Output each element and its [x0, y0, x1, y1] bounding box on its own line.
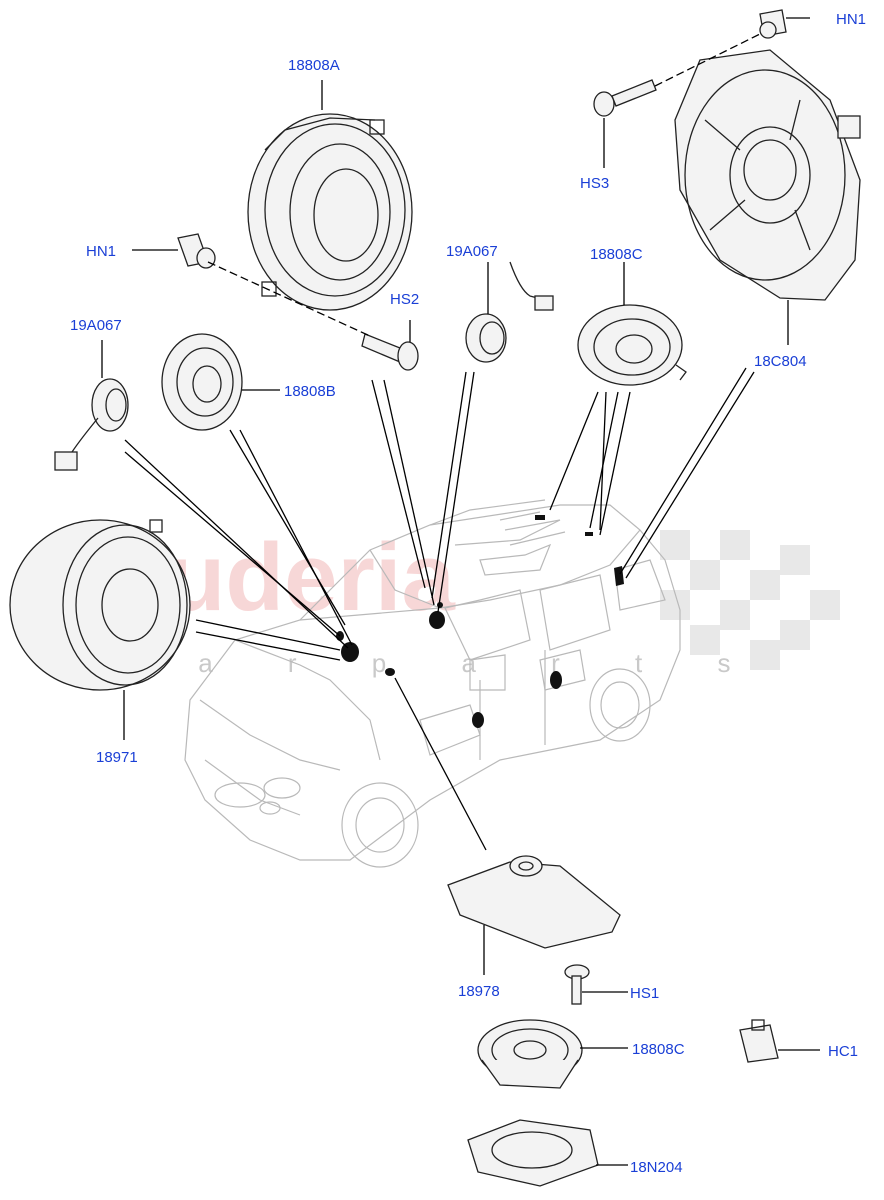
- label-18c804: 18C804: [754, 353, 807, 370]
- screw-hs1: [564, 964, 590, 1005]
- label-hn1-top: HN1: [836, 11, 866, 28]
- cover-18978: [447, 855, 621, 949]
- watermark-flag: [660, 530, 840, 670]
- callout-labels: HN1 HS3 18808A HN1 HS2 19A067 18808C 18C…: [70, 11, 866, 1176]
- speaker-18971: [9, 519, 191, 691]
- label-hs1: HS1: [630, 985, 659, 1002]
- label-hc1: HC1: [828, 1043, 858, 1060]
- tweeter-19a067-left: [54, 378, 129, 471]
- speaker-18808c-top: [577, 304, 687, 386]
- clip-hn1-top: [759, 9, 787, 39]
- tweeter-19a067-center: [465, 261, 554, 363]
- label-hs3: HS3: [580, 175, 609, 192]
- clip-hc1: [739, 1019, 779, 1063]
- speaker-18808b: [161, 333, 243, 431]
- label-18808a: 18808A: [288, 57, 340, 74]
- label-18808c-bottom: 18808C: [632, 1041, 685, 1058]
- label-hs2: HS2: [390, 291, 419, 308]
- vehicle-outline: [184, 499, 681, 868]
- speaker-18808a: [247, 113, 413, 311]
- bolt-hs3: [593, 79, 657, 117]
- speaker-18808c-bottom: [477, 1019, 583, 1089]
- label-18808b: 18808B: [284, 383, 336, 400]
- label-19a067-left: 19A067: [70, 317, 122, 334]
- label-18978: 18978: [458, 983, 500, 1000]
- label-18971: 18971: [96, 749, 138, 766]
- label-hn1-left: HN1: [86, 243, 116, 260]
- screw-hs2: [361, 333, 419, 371]
- label-18n204: 18N204: [630, 1159, 683, 1176]
- label-18808c-top: 18808C: [590, 246, 643, 263]
- label-19a067-center: 19A067: [446, 243, 498, 260]
- speaker-18c804: [674, 49, 861, 301]
- ring-18n204: [467, 1119, 599, 1187]
- watermark-subtitle: c a r p a r t s: [110, 648, 765, 678]
- leader-lines: [101, 17, 820, 1166]
